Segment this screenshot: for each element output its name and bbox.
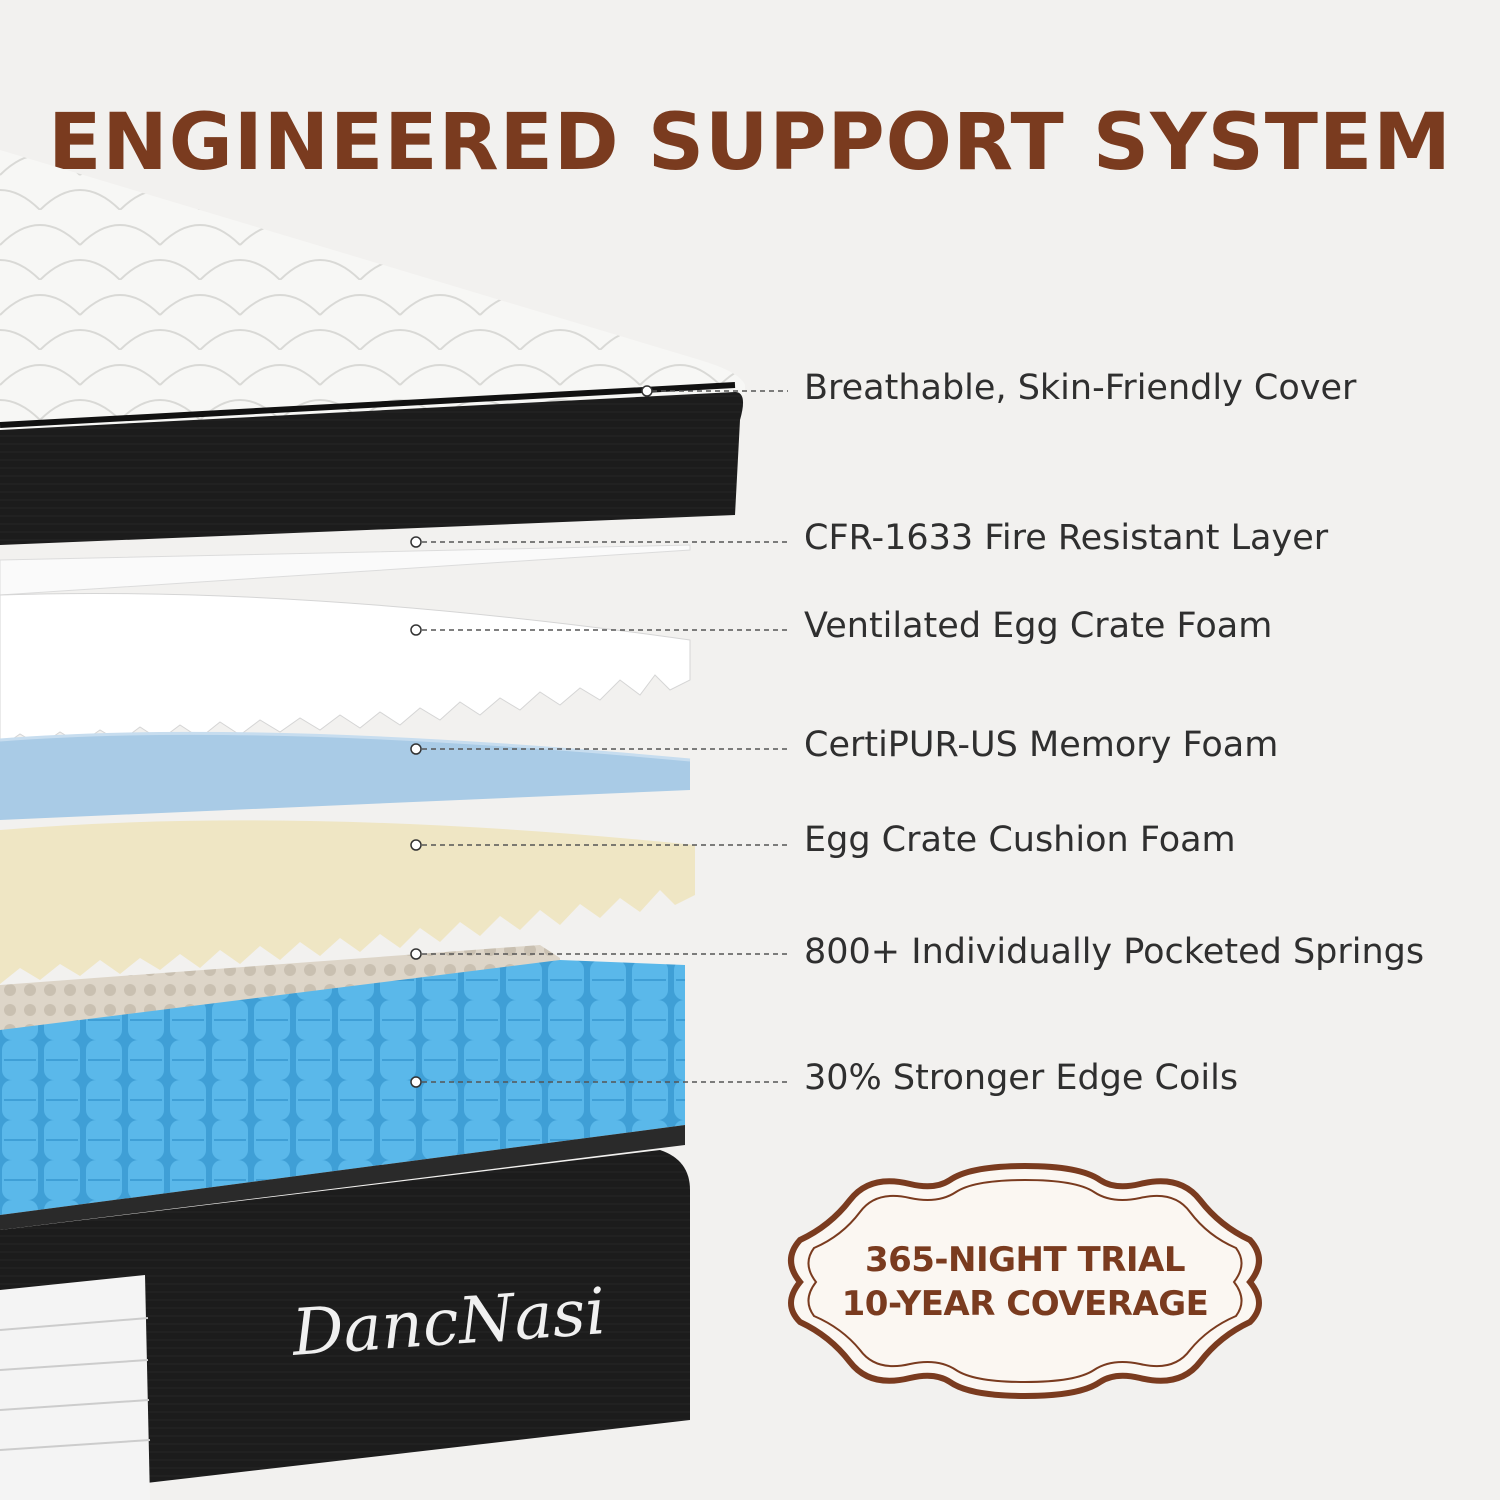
label-edge-coils: 30% Stronger Edge Coils [804,1058,1239,1098]
memory-foam-layer [0,733,690,820]
badge-coverage-text: 10-YEAR COVERAGE [841,1284,1209,1324]
label-memory-foam: CertiPUR-US Memory Foam [804,725,1279,765]
warranty-badge [788,1162,1262,1400]
base-layer [0,1125,690,1500]
badge-trial-text: 365-NIGHT TRIAL [864,1240,1186,1280]
leader-dots [410,385,653,1088]
leader-lines [422,390,788,1083]
label-cover: Breathable, Skin-Friendly Cover [804,368,1357,408]
cover-layer [0,150,745,545]
label-pocketed-springs: 800+ Individually Pocketed Springs [804,932,1425,972]
label-fire-resistant: CFR-1633 Fire Resistant Layer [804,518,1329,558]
fire-resistant-layer [0,544,691,596]
label-cushion-foam: Egg Crate Cushion Foam [804,820,1236,860]
label-ventilated-foam: Ventilated Egg Crate Foam [804,606,1273,646]
page-title: ENGINEERED SUPPORT SYSTEM [48,98,1452,188]
edge-coils-layer [0,960,685,1215]
ventilated-foam-layer [0,592,691,749]
cushion-foam-layer [0,820,695,984]
